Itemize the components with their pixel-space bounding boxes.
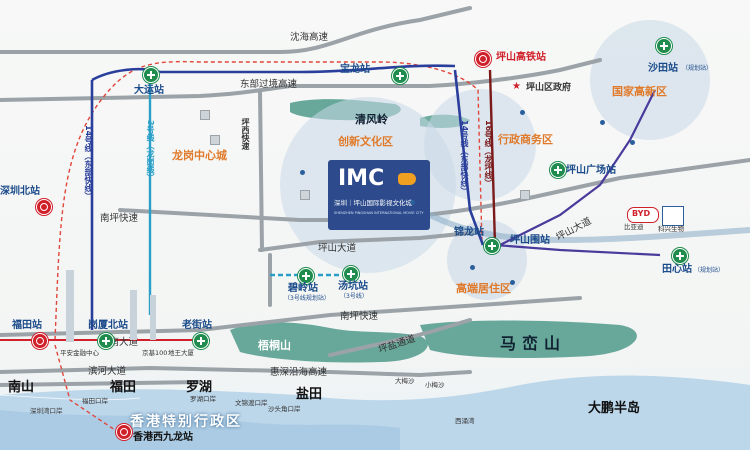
metro-tangkeng-icon[interactable] bbox=[343, 266, 359, 282]
station-pingshan-wei[interactable]: 坪山围站 bbox=[510, 235, 550, 246]
station-shenzhen-north[interactable]: 深圳北站 bbox=[0, 186, 40, 197]
imc-english: SHENZHEN PINGSHAN INTERNATIONAL MOVIE CI… bbox=[334, 211, 424, 215]
area-luohu: 罗湖 bbox=[186, 380, 213, 395]
station-pingshan-hsr[interactable]: 坪山高铁站 bbox=[496, 52, 546, 63]
mountain-wutong: 梧桐山 bbox=[258, 339, 291, 352]
imc-name: 深圳｜坪山国际影视文化城 bbox=[334, 199, 412, 207]
byd-text: BYD bbox=[632, 209, 651, 218]
station-gangxia-north[interactable]: 岗厦北站 bbox=[88, 320, 128, 331]
beach-dameisha: 大梅沙 bbox=[395, 377, 415, 385]
road-label-huiyan: 惠深沿海高速 bbox=[270, 367, 328, 378]
line14-label: 14号线（东部快线） bbox=[84, 125, 93, 201]
tower-pingan bbox=[66, 270, 74, 342]
district-residential: 高端居住区 bbox=[456, 282, 511, 295]
tower-jingji bbox=[130, 290, 137, 340]
poi-dot bbox=[300, 170, 305, 175]
metro-tianxin-icon[interactable] bbox=[672, 248, 688, 264]
port-wenjindu: 文锦渡口岸 bbox=[235, 399, 268, 407]
line3-label: 3号线（龙岗线） bbox=[146, 120, 155, 182]
area-hk: 香港特别行政区 bbox=[130, 414, 242, 430]
district-admin: 行政商务区 bbox=[498, 133, 553, 146]
imc-logo-panel[interactable]: IMC 深圳｜坪山国际影视文化城 SHENZHEN PINGSHAN INTER… bbox=[328, 160, 430, 230]
road-label-dongbu: 东部过境高速 bbox=[240, 79, 298, 90]
landmark-pingan: 平安金融中心 bbox=[60, 349, 99, 357]
station-tianxin[interactable]: 田心站 bbox=[662, 264, 692, 275]
poi-dot bbox=[630, 140, 635, 145]
pingshan-gov[interactable]: 坪山区政府 bbox=[526, 83, 572, 93]
landmark-jingji: 京基100 bbox=[142, 349, 168, 357]
metro-biling-icon[interactable] bbox=[298, 268, 314, 284]
port-futian: 福田口岸 bbox=[82, 397, 108, 405]
poi-dot bbox=[410, 200, 415, 205]
port-luohu: 罗湖口岸 bbox=[190, 395, 216, 403]
station-biling-sub: （3号线规划站） bbox=[284, 295, 330, 302]
station-dayun[interactable]: 大运站 bbox=[134, 85, 164, 96]
landmark-diwang: 地王大厦 bbox=[168, 349, 194, 357]
sinovac-logo bbox=[662, 206, 684, 226]
rail-pingshan-hsr-icon[interactable] bbox=[475, 51, 491, 67]
line14b-label: 14号线（东部快线） bbox=[460, 120, 469, 196]
rail-hk-west-icon[interactable] bbox=[116, 424, 132, 440]
station-tangkeng[interactable]: 汤坑站 bbox=[338, 281, 368, 292]
area-yantian: 盐田 bbox=[296, 387, 323, 402]
area-nanshan: 南山 bbox=[8, 380, 35, 395]
imc-logo: IMC bbox=[338, 166, 385, 191]
road-label-binhe: 滨河大道 bbox=[88, 366, 127, 377]
district-hightech: 国家高新区 bbox=[612, 85, 667, 98]
byd-logo: BYD bbox=[627, 207, 659, 223]
poi-building bbox=[200, 110, 210, 120]
station-futian[interactable]: 福田站 bbox=[12, 320, 42, 331]
sinovac-cn: 科兴生物 bbox=[658, 225, 684, 233]
byd-cn: 比亚迪 bbox=[624, 223, 644, 231]
poi-dot bbox=[510, 280, 515, 285]
station-hk-west[interactable]: 香港西九龙站 bbox=[133, 432, 193, 443]
station-tangkeng-sub: （3号线） bbox=[340, 293, 368, 300]
rail-futian-icon[interactable] bbox=[32, 333, 48, 349]
metro-shatian-icon[interactable] bbox=[656, 38, 672, 54]
station-shatian[interactable]: 沙田站 bbox=[648, 63, 678, 74]
station-laojie[interactable]: 老街站 bbox=[182, 320, 212, 331]
mountain-qingfeng: 清风岭 bbox=[355, 113, 388, 126]
imc-fish-icon bbox=[398, 173, 416, 185]
station-shatian-sub: （规划站） bbox=[682, 65, 713, 72]
port-shatoujiao: 沙头角口岸 bbox=[268, 405, 301, 413]
poi-building bbox=[210, 135, 220, 145]
road-label-pingshan-ave: 坪山大道 bbox=[318, 243, 357, 254]
road-label-pingnan-2: 南坪快速 bbox=[340, 311, 379, 322]
district-longgang: 龙岗中心城 bbox=[172, 149, 227, 162]
road-label-pingnan: 南坪快速 bbox=[100, 213, 139, 224]
tower-diwang bbox=[150, 295, 156, 340]
poi-dot bbox=[520, 110, 525, 115]
metro-gangxia-icon[interactable] bbox=[98, 333, 114, 349]
metro-dayun-icon[interactable] bbox=[143, 67, 159, 83]
metro-laojie-icon[interactable] bbox=[193, 333, 209, 349]
road-label-shennan: 深南大道 bbox=[100, 337, 139, 348]
road-label-yanhai: 沈海高速 bbox=[290, 32, 329, 43]
poi-building bbox=[520, 190, 530, 200]
mountain-maluan: 马峦山 bbox=[500, 334, 567, 353]
poi-building bbox=[300, 190, 310, 200]
star-icon: ★ bbox=[512, 81, 521, 92]
station-pingshan-gc[interactable]: 坪山广场站 bbox=[566, 165, 616, 176]
district-innovation: 创新文化区 bbox=[338, 135, 393, 148]
beach-xiaomeisha: 小梅沙 bbox=[425, 381, 445, 389]
station-jinlong[interactable]: 锦龙站 bbox=[454, 227, 484, 238]
poi-dot bbox=[470, 265, 475, 270]
road-label-shuiguan: 坪西快速 bbox=[241, 118, 250, 150]
station-tianxin-sub: （规划站） bbox=[694, 267, 725, 274]
area-futian: 福田 bbox=[110, 380, 137, 395]
rail-shenzhen-north-icon[interactable] bbox=[36, 199, 52, 215]
port-shenzhenwan: 深圳湾口岸 bbox=[30, 407, 63, 415]
area-dapeng: 大鹏半岛 bbox=[588, 401, 641, 416]
metro-baolong-icon[interactable] bbox=[392, 68, 408, 84]
station-biling[interactable]: 碧岭站 bbox=[288, 283, 318, 294]
beach-xichong: 西涌湾 bbox=[455, 417, 475, 425]
metro-jinlong-icon[interactable] bbox=[484, 238, 500, 254]
station-baolong[interactable]: 宝龙站 bbox=[340, 64, 370, 75]
metro-pingshan-gc-icon[interactable] bbox=[550, 162, 566, 178]
line16-label: 16号线（龙坪线） bbox=[484, 120, 493, 188]
poi-dot bbox=[600, 120, 605, 125]
